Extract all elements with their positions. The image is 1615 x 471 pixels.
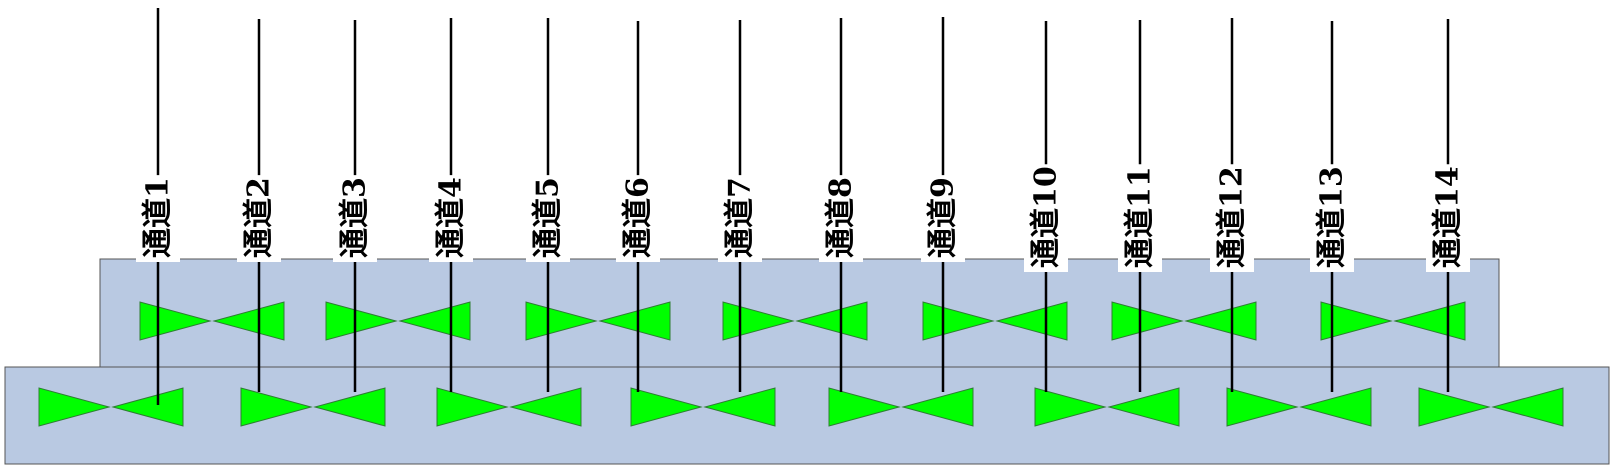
channel-label: 通道1	[141, 177, 176, 258]
valve-triangle-right	[509, 387, 582, 427]
channel-label-group: 通道5	[526, 175, 570, 262]
channel-label-background	[921, 175, 965, 262]
channel-label-group: 通道12	[1210, 164, 1254, 272]
valve-triangle-right	[1299, 387, 1372, 427]
valve-triangle-left	[325, 301, 398, 341]
valve-triangle-right	[1491, 387, 1564, 427]
channel-labels: 通道1 通道2 通道3 通道4 通道5 通道6 通道7 通道8 通道9 通道10 通道11 通道12 通…	[136, 164, 1470, 272]
valve-triangle-left	[828, 387, 901, 427]
valve-triangle-right	[795, 301, 868, 341]
lower-valve-pair	[1034, 387, 1180, 427]
valve-triangle-left	[1226, 387, 1299, 427]
valve-triangle-right	[111, 387, 184, 427]
channel-label-group: 通道1	[136, 175, 180, 262]
channel-label: 通道3	[338, 177, 373, 258]
channel-label-background	[819, 175, 863, 262]
channel-label: 通道9	[926, 177, 961, 258]
valve-triangle-left	[1111, 301, 1184, 341]
valve-triangle-left	[38, 387, 111, 427]
channel-label: 通道11	[1123, 166, 1158, 268]
channel-label-group: 通道14	[1426, 164, 1470, 272]
channel-label-group: 通道6	[616, 175, 660, 262]
channel-label-group: 通道13	[1310, 164, 1354, 272]
valve-triangle-left	[525, 301, 598, 341]
channel-label: 通道13	[1315, 166, 1350, 268]
lower-valve-pair	[38, 387, 184, 427]
upper-valve-pair	[525, 301, 671, 341]
channel-label-group: 通道11	[1118, 164, 1162, 272]
valve-triangle-right	[1184, 301, 1257, 341]
upper-valve-pair	[325, 301, 471, 341]
channel-label-group: 通道7	[718, 175, 762, 262]
valve-triangle-right	[212, 301, 285, 341]
lower-valve-pair	[240, 387, 386, 427]
channel-label-group: 通道4	[429, 175, 473, 262]
channel-label-group: 通道2	[237, 175, 281, 262]
upper-valve-pair	[922, 301, 1068, 341]
channel-label: 通道4	[434, 177, 469, 258]
channel-label-background	[429, 175, 473, 262]
valve-triangle-right	[703, 387, 776, 427]
channel-label-group: 通道8	[819, 175, 863, 262]
channel-label: 通道8	[824, 177, 859, 258]
lower-valve-pair	[1418, 387, 1564, 427]
panels	[4, 258, 1610, 465]
valve-triangle-left	[240, 387, 313, 427]
channel-label: 通道7	[723, 177, 758, 258]
channel-label-group: 通道3	[333, 175, 377, 262]
lower-valve-pair	[436, 387, 582, 427]
channel-label-group: 通道10	[1024, 164, 1068, 272]
upper-valve-pair	[1111, 301, 1257, 341]
channel-label-background	[526, 175, 570, 262]
valve-triangle-right	[313, 387, 386, 427]
channel-label-background	[1210, 164, 1254, 272]
valve-triangle-left	[922, 301, 995, 341]
valve-triangle-left	[1418, 387, 1491, 427]
channel-label: 通道6	[621, 177, 656, 258]
upper-panel	[99, 258, 1500, 368]
channel-label-background	[1310, 164, 1354, 272]
channel-label-background	[333, 175, 377, 262]
channel-label: 通道14	[1431, 166, 1466, 268]
channel-label: 通道5	[531, 177, 566, 258]
channel-label-background	[718, 175, 762, 262]
channel-label-background	[1426, 164, 1470, 272]
valve-triangle-right	[995, 301, 1068, 341]
channel-label: 通道2	[242, 177, 277, 258]
valve-triangle-left	[1320, 301, 1393, 341]
valve-triangle-left	[1034, 387, 1107, 427]
channel-label: 通道12	[1215, 166, 1250, 268]
valve-triangle-right	[901, 387, 974, 427]
channel-label-group: 通道9	[921, 175, 965, 262]
valve-triangle-left	[436, 387, 509, 427]
valve-triangle-left	[630, 387, 703, 427]
valve-triangle-right	[1107, 387, 1180, 427]
channel-label-background	[136, 175, 180, 262]
channel-label-background	[237, 175, 281, 262]
channel-label-background	[616, 175, 660, 262]
lower-valve-pair	[630, 387, 776, 427]
channel-label: 通道10	[1029, 166, 1064, 268]
lower-valve-pair	[1226, 387, 1372, 427]
lower-valve-pair	[828, 387, 974, 427]
channel-label-background	[1118, 164, 1162, 272]
valve-triangle-right	[598, 301, 671, 341]
channel-label-background	[1024, 164, 1068, 272]
valve-triangle-right	[398, 301, 471, 341]
